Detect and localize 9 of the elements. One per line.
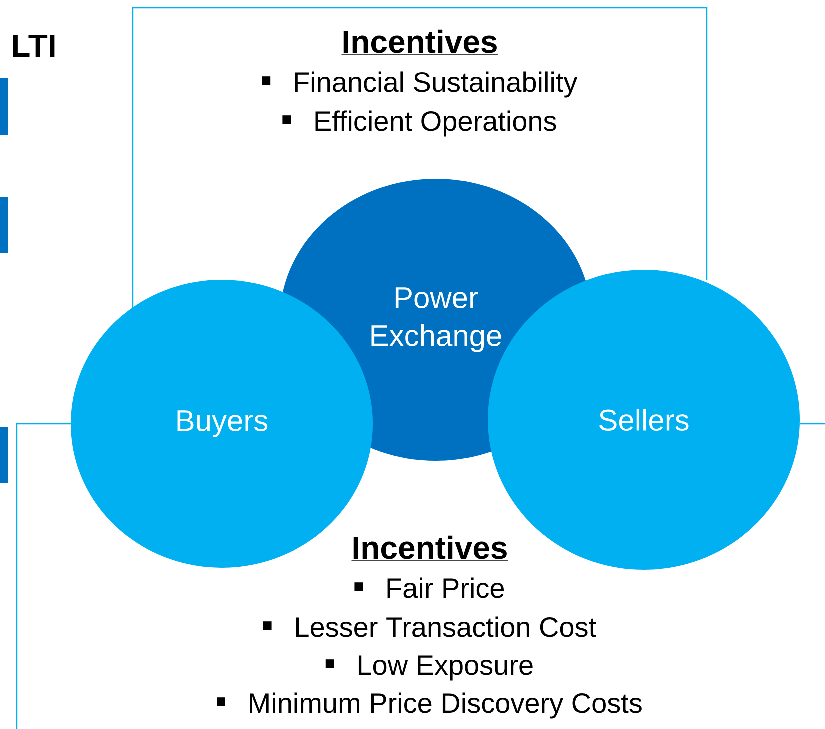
outline-box (132, 7, 708, 309)
label: LTI (13, 35, 55, 57)
bullet-item: Financial Sustainability (262, 72, 578, 98)
heading: Incentives (342, 30, 498, 55)
bullet-item: Minimum Price Discovery Costs (217, 692, 642, 719)
bullet-item: Efficient Operations (282, 110, 556, 137)
bullet-item: Lesser Transaction Cost (263, 616, 596, 638)
bullet-item: Low Exposure (326, 656, 533, 681)
bullet-item: Fair Price (354, 578, 504, 598)
